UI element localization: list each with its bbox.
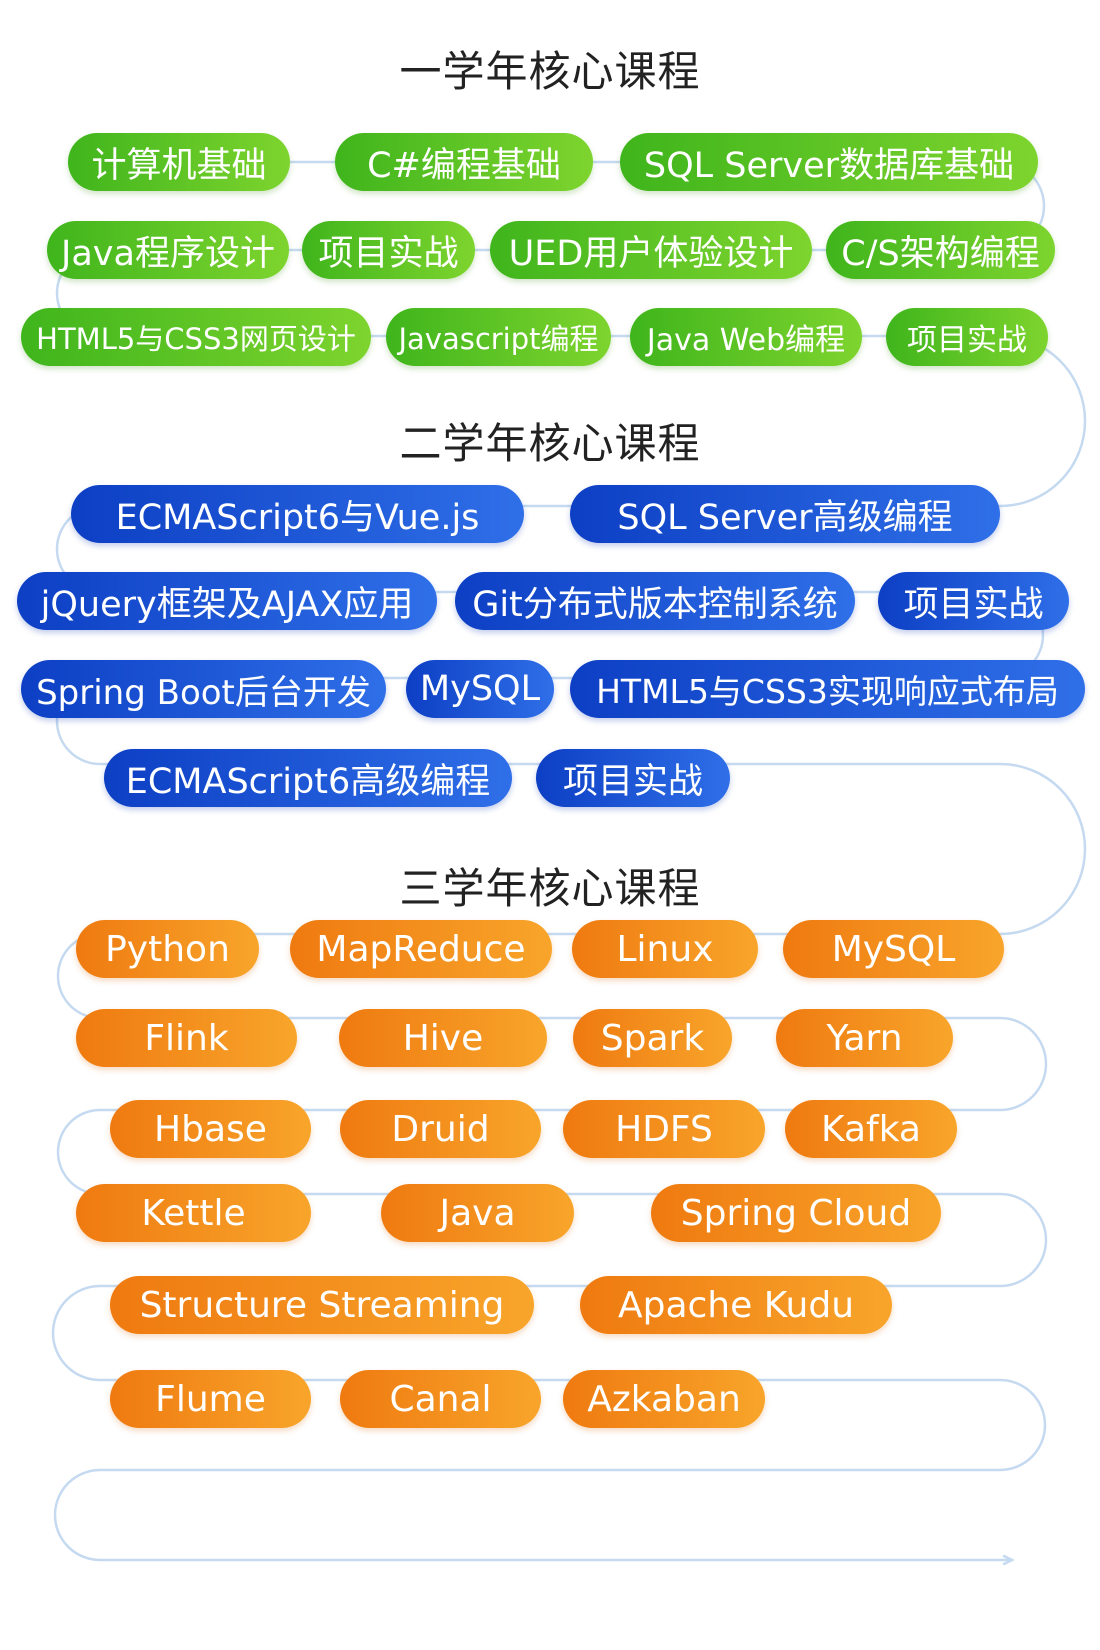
- course-pill: Apache Kudu: [580, 1276, 892, 1334]
- course-pill: Flink: [76, 1009, 297, 1067]
- course-pill: 计算机基础: [68, 133, 290, 191]
- course-pill: jQuery框架及AJAX应用: [17, 572, 437, 630]
- course-pill: Git分布式版本控制系统: [455, 572, 855, 630]
- course-pill: ECMAScript6与Vue.js: [71, 485, 524, 543]
- course-pill: Java Web编程: [630, 308, 862, 366]
- course-pill: Javascript编程: [386, 308, 611, 366]
- section-heading-year1: 一学年核心课程: [399, 47, 701, 96]
- course-pill: 项目实战: [878, 572, 1069, 630]
- course-pill: Spring Cloud: [651, 1184, 941, 1242]
- course-pill: C/S架构编程: [826, 221, 1055, 279]
- course-pill: 项目实战: [536, 749, 730, 807]
- course-pill: MySQL: [406, 660, 554, 718]
- course-pill: HTML5与CSS3网页设计: [21, 308, 371, 366]
- course-pill: Flume: [110, 1370, 311, 1428]
- course-pill: UED用户体验设计: [490, 221, 812, 279]
- course-pill: Java程序设计: [47, 221, 289, 279]
- course-pill: Spark: [573, 1009, 732, 1067]
- course-pill: Python: [76, 920, 259, 978]
- course-pill: MySQL: [783, 920, 1004, 978]
- section-heading-year3: 三学年核心课程: [399, 864, 701, 913]
- course-pill: Yarn: [776, 1009, 953, 1067]
- course-pill: Canal: [340, 1370, 541, 1428]
- course-pill: Azkaban: [563, 1370, 765, 1428]
- course-pill: SQL Server高级编程: [570, 485, 1000, 543]
- course-pill: 项目实战: [302, 221, 475, 279]
- course-pill: Hive: [339, 1009, 547, 1067]
- path-end-arrow-icon: [1002, 1554, 1015, 1566]
- course-pill: HDFS: [563, 1100, 765, 1158]
- course-pill: Linux: [572, 920, 758, 978]
- course-pill: Hbase: [110, 1100, 311, 1158]
- course-pill: MapReduce: [290, 920, 552, 978]
- course-pill: Structure Streaming: [110, 1276, 534, 1334]
- course-pill: Java: [381, 1184, 574, 1242]
- course-pill: SQL Server数据库基础: [620, 133, 1038, 191]
- course-pill: 项目实战: [886, 308, 1048, 366]
- course-pill: ECMAScript6高级编程: [104, 749, 512, 807]
- course-pill: Kettle: [76, 1184, 311, 1242]
- course-pill: C#编程基础: [335, 133, 593, 191]
- course-pill: Druid: [340, 1100, 541, 1158]
- course-pill: Spring Boot后台开发: [21, 660, 386, 718]
- course-pill: HTML5与CSS3实现响应式布局: [570, 660, 1085, 718]
- course-pill: Kafka: [785, 1100, 957, 1158]
- section-heading-year2: 二学年核心课程: [399, 419, 701, 468]
